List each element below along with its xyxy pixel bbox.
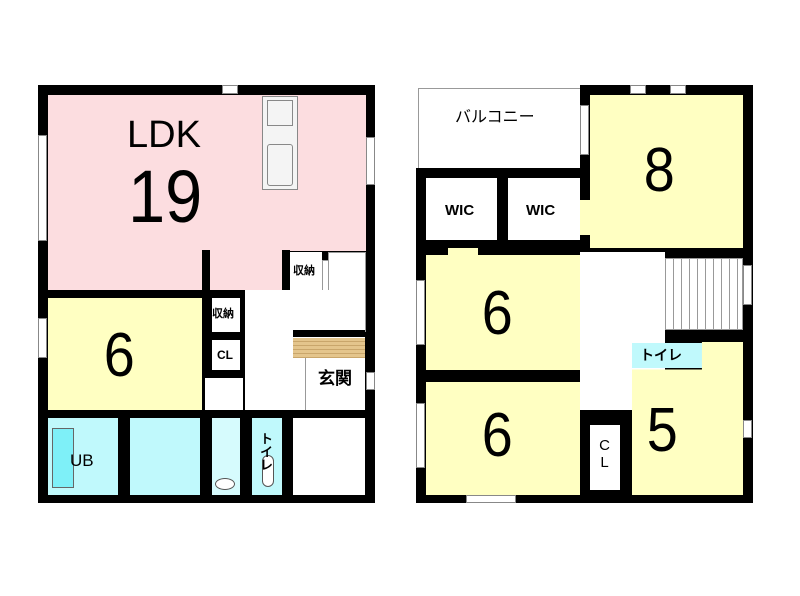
window (743, 265, 752, 305)
wic1-label: WIC (445, 202, 475, 219)
window (743, 420, 752, 438)
bedroom-6-upper (426, 255, 580, 370)
wall (282, 250, 290, 290)
sink-icon (267, 144, 293, 186)
balcony (418, 88, 586, 170)
ldk-label: LDK (127, 114, 201, 156)
bath-label: UB (70, 451, 94, 470)
wic-opening (580, 200, 592, 235)
balcony-door (580, 105, 589, 155)
toilet2-label: トイレ (640, 347, 682, 363)
stairs-2f (665, 258, 743, 330)
stove-icon (267, 100, 293, 126)
hall-nook (205, 378, 243, 410)
room6-size: 6 (103, 321, 135, 390)
storage-upper (290, 252, 322, 290)
washroom (130, 418, 200, 495)
closet-label: CL (217, 348, 233, 362)
entrance-door (366, 372, 375, 390)
ldk-room-lower (48, 250, 285, 290)
balcony-label: バルコニー (455, 109, 535, 126)
sink-fixture (215, 478, 235, 490)
entrance (305, 358, 365, 410)
closet-1f (212, 340, 240, 370)
entry-step (293, 338, 365, 358)
toilet-2f (632, 343, 702, 368)
window (416, 280, 425, 345)
ldk-room (48, 95, 366, 251)
bathtub (52, 428, 74, 488)
window (38, 318, 47, 358)
toilet-label: トイレ (258, 432, 273, 471)
hallway-2f-lower (580, 370, 632, 410)
wall (293, 330, 365, 337)
room6a-size: 6 (481, 279, 513, 348)
door-window (366, 137, 375, 185)
room8-size: 8 (643, 136, 675, 205)
ldk-size: 19 (128, 155, 203, 238)
storage-lower (212, 298, 240, 332)
window (670, 85, 686, 94)
storage-lower-label: 収納 (212, 308, 234, 320)
storage-1f-corner (293, 418, 365, 495)
bedroom-8 (590, 95, 743, 248)
room5-size: 5 (646, 396, 678, 465)
wic-1 (426, 178, 497, 240)
window (416, 403, 425, 468)
window (38, 135, 47, 241)
wall (202, 250, 210, 298)
storage-upper-label: 収納 (293, 265, 315, 277)
closet2-label: CL (596, 437, 613, 471)
wic-door (448, 248, 478, 257)
toilet-fixture (262, 455, 274, 487)
room6b-size: 6 (481, 401, 513, 470)
window (222, 85, 238, 94)
wic2-label: WIC (526, 202, 556, 219)
bay-window (466, 495, 516, 503)
wic-2 (508, 178, 580, 240)
bedroom-6-lower (426, 382, 580, 495)
window (630, 85, 646, 94)
bedroom-6-1f (48, 298, 202, 410)
entrance-label: 玄関 (318, 369, 352, 388)
closet-2f (590, 425, 620, 490)
